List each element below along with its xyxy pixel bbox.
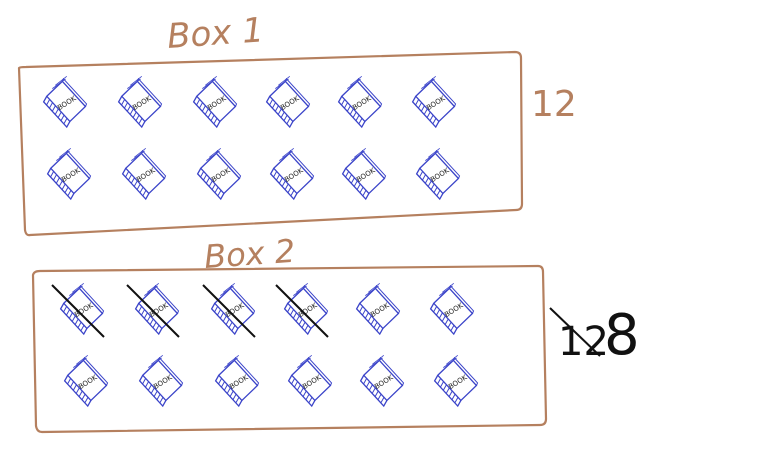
book-icon: BOOK xyxy=(410,144,466,205)
book-cross-out xyxy=(126,284,180,338)
book-icon: BOOK xyxy=(205,279,261,340)
box-2-old-count-strike xyxy=(549,307,601,357)
book-icon: BOOK xyxy=(58,351,114,412)
book-icon: BOOK xyxy=(428,351,484,412)
book-icon: BOOK xyxy=(54,279,110,340)
book-icon: BOOK xyxy=(209,351,265,412)
book-icon: BOOK xyxy=(282,351,338,412)
book-icon: BOOK xyxy=(116,144,172,205)
box-2-outline xyxy=(31,264,548,434)
book-icon: BOOK xyxy=(424,279,480,340)
box-1-title: Box 1 xyxy=(166,10,265,57)
book-icon: BOOK xyxy=(37,72,93,133)
book-icon: BOOK xyxy=(332,72,388,133)
book-icon: BOOK xyxy=(129,279,185,340)
book-icon: BOOK xyxy=(264,144,320,205)
book-icon: BOOK xyxy=(350,279,406,340)
book-icon: BOOK xyxy=(278,279,334,340)
book-icon: BOOK xyxy=(133,351,189,412)
book-cross-out xyxy=(202,284,256,338)
book-icon: BOOK xyxy=(260,72,316,133)
book-icon: BOOK xyxy=(336,144,392,205)
book-icon: BOOK xyxy=(354,351,410,412)
box-1-outline xyxy=(17,50,524,237)
book-cross-out xyxy=(51,284,105,338)
book-cross-out xyxy=(275,284,329,338)
book-icon: BOOK xyxy=(112,72,168,133)
book-icon: BOOK xyxy=(41,144,97,205)
book-icon: BOOK xyxy=(191,144,247,205)
book-icon: BOOK xyxy=(187,72,243,133)
box-2-old-count: 12 xyxy=(558,319,609,365)
box-1-count: 12 xyxy=(531,84,577,125)
box-2-new-count: 8 xyxy=(604,303,640,368)
book-icon: BOOK xyxy=(406,72,462,133)
